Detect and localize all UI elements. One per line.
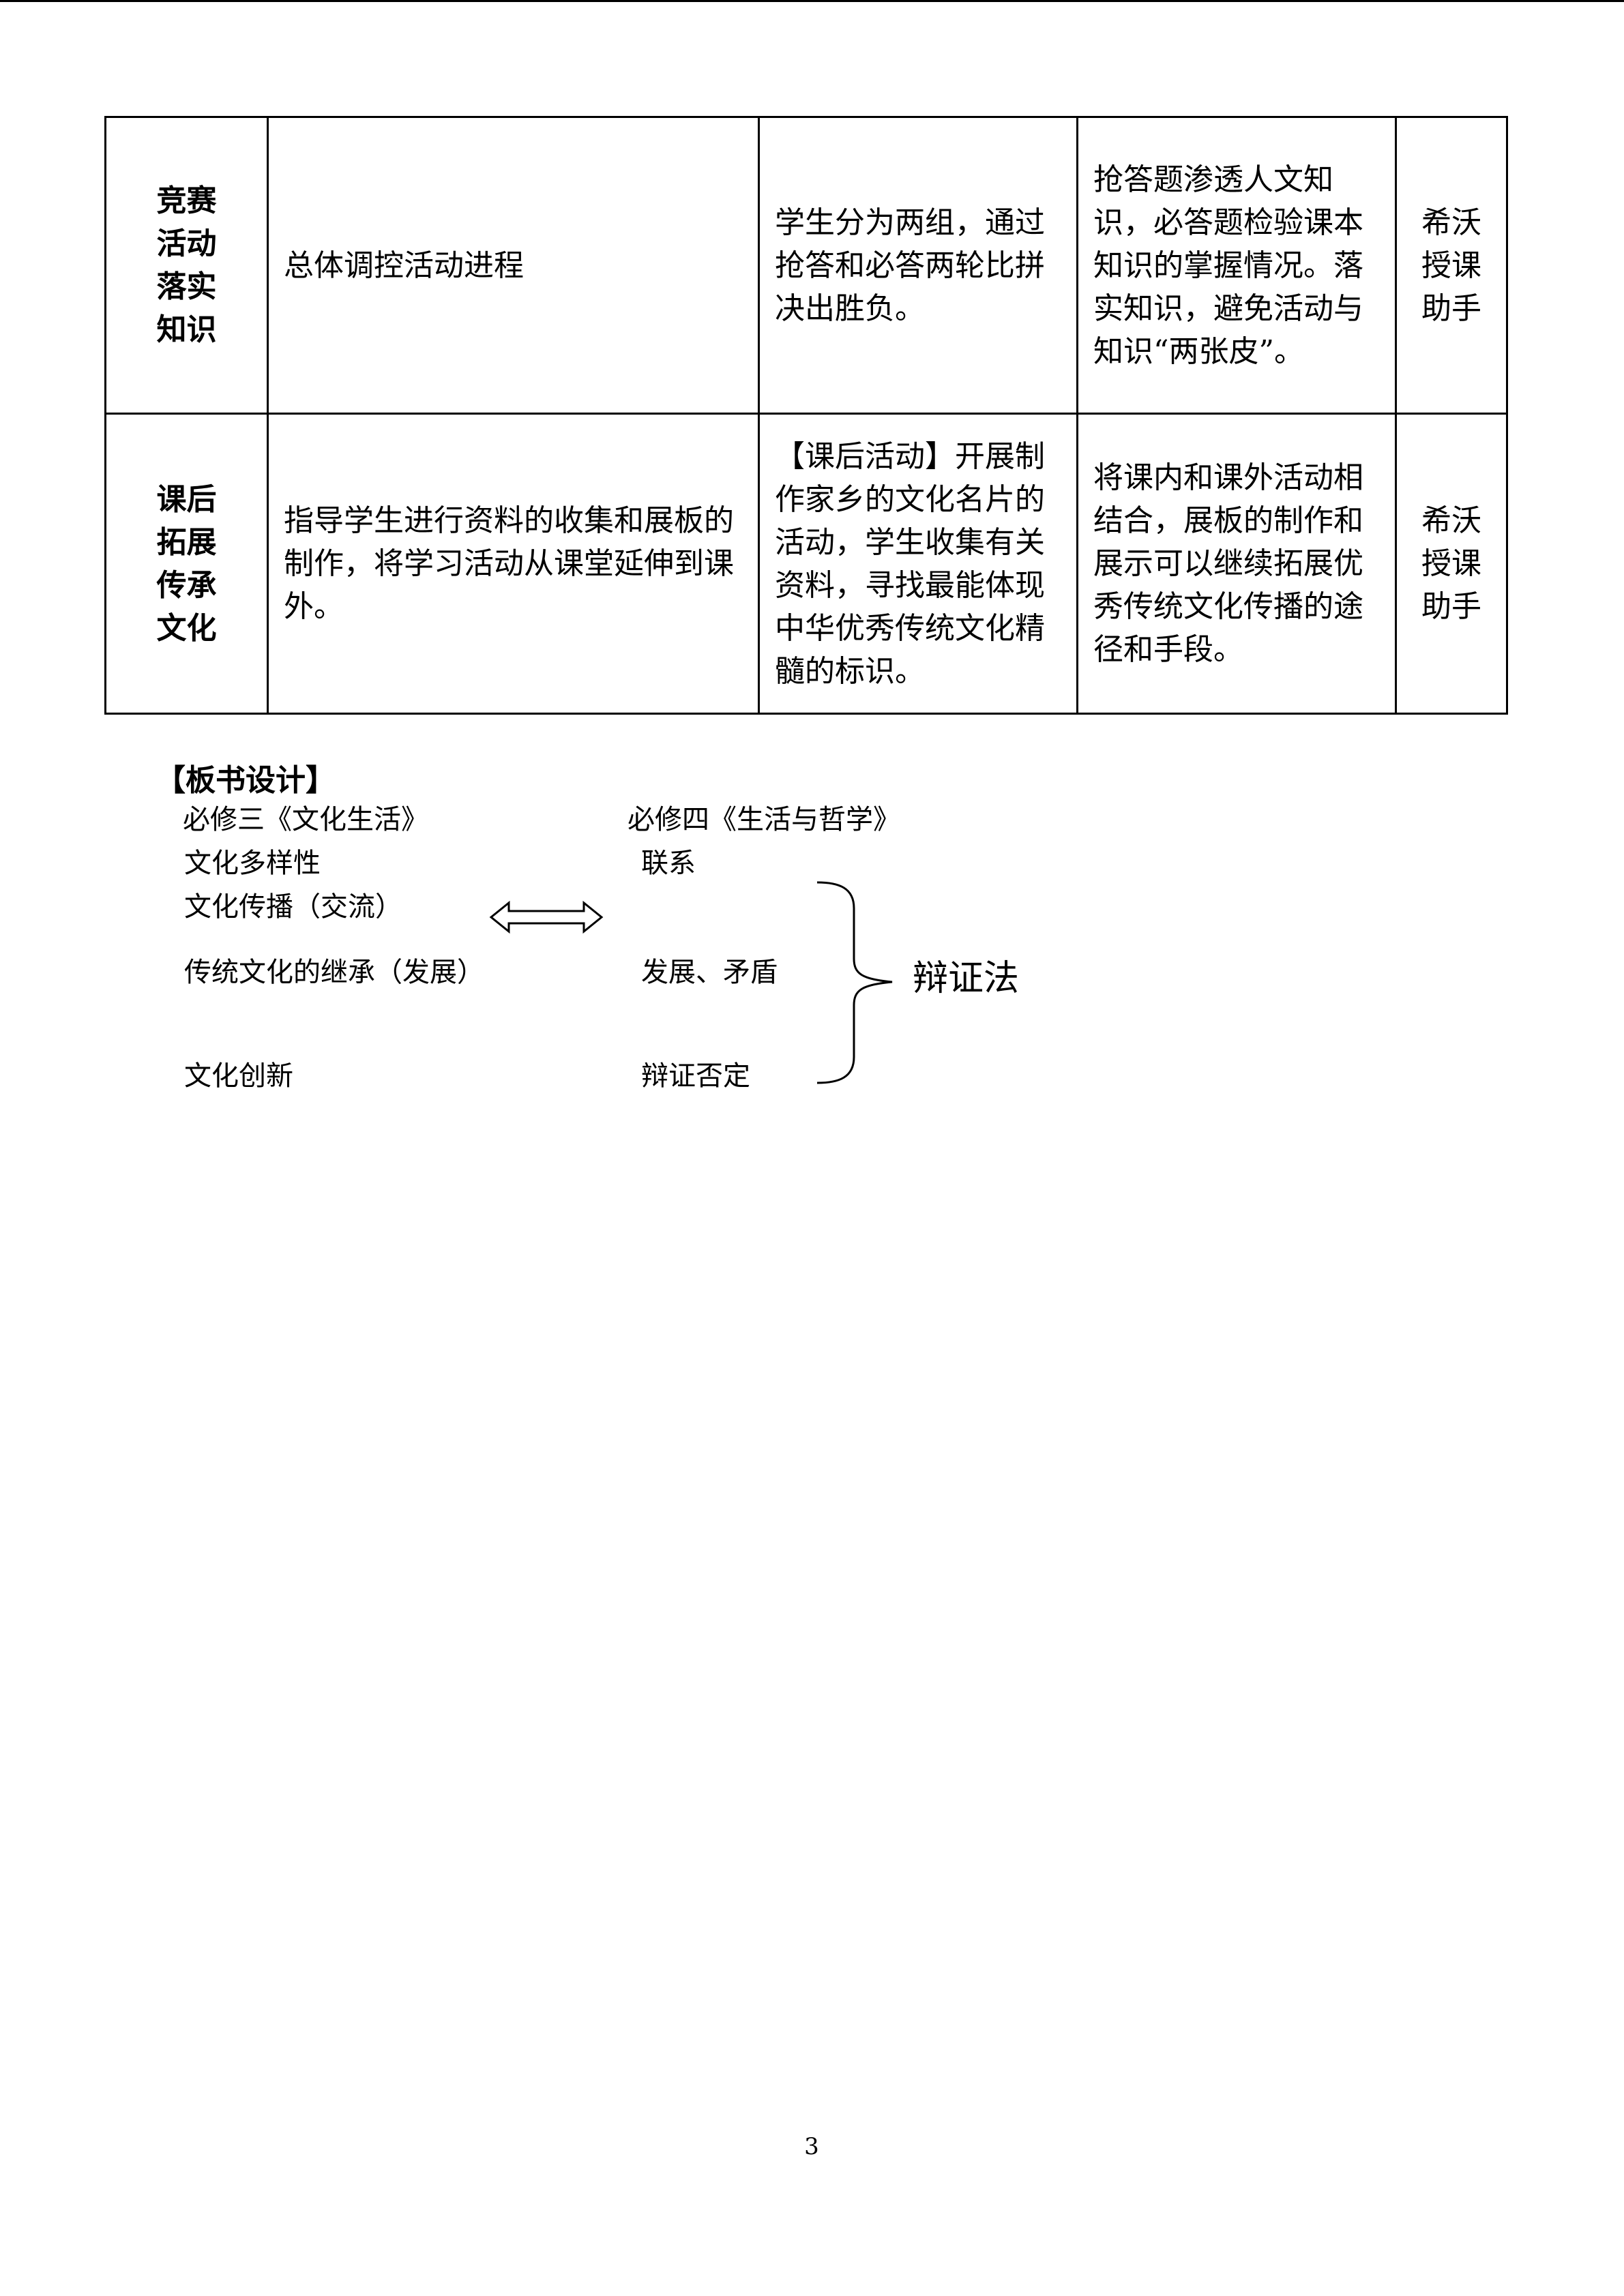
top-border-line — [0, 0, 1624, 2]
tool-line: 希沃 — [1421, 205, 1481, 240]
design-intent-cell: 抢答题渗透人文知识，必答题检验课本知识的掌握情况。落实知识，避免活动与知识“两张… — [1076, 116, 1397, 415]
tool-cell: 希沃 授课 助手 — [1395, 116, 1508, 415]
left-item: 文化多样性 — [184, 848, 321, 879]
left-item: 传统文化的继承（发展） — [184, 957, 484, 988]
brace-label: 辩证法 — [913, 958, 1020, 999]
left-item: 文化创新 — [184, 1060, 293, 1092]
left-item: 文化传播（交流） — [184, 891, 402, 923]
right-heading: 必修四《生活与哲学》 — [628, 804, 900, 835]
right-brace-icon — [816, 881, 893, 1084]
right-item: 发展、矛盾 — [641, 957, 778, 988]
lesson-table: 竞赛 活动 落实 知识 总体调控活动进程 学生分为两组，通过抢答和必答两轮比拼决… — [104, 116, 1508, 715]
tool-line: 授课 — [1421, 248, 1481, 283]
double-arrow-icon — [489, 900, 604, 934]
teacher-activity-cell: 总体调控活动进程 — [267, 116, 760, 415]
tool-line: 授课 — [1421, 546, 1481, 581]
stage-line: 传承 — [156, 567, 217, 603]
student-activity-cell: 【课后活动】开展制作家乡的文化名片的活动，学生收集有关资料，寻找最能体现中华优秀… — [758, 413, 1078, 715]
stage-line: 文化 — [156, 610, 217, 646]
tool-line: 助手 — [1421, 589, 1481, 624]
tool-line: 助手 — [1421, 290, 1481, 326]
left-heading: 必修三《文化生活》 — [183, 804, 428, 835]
teacher-activity-cell: 指导学生进行资料的收集和展板的制作，将学习活动从课堂延伸到课外。 — [267, 413, 760, 715]
table-row: 竞赛 活动 落实 知识 总体调控活动进程 学生分为两组，通过抢答和必答两轮比拼决… — [104, 116, 1508, 415]
stage-line: 落实 — [156, 269, 217, 304]
board-design-title: 【板书设计】 — [156, 763, 336, 798]
student-activity-cell: 学生分为两组，通过抢答和必答两轮比拼决出胜负。 — [758, 116, 1078, 415]
tool-line: 希沃 — [1421, 503, 1481, 538]
tool-cell: 希沃 授课 助手 — [1395, 413, 1508, 715]
stage-line: 课后 — [156, 481, 217, 517]
right-item: 辩证否定 — [641, 1060, 750, 1092]
page-number: 3 — [804, 2133, 819, 2160]
stage-line: 拓展 — [156, 524, 217, 560]
stage-cell: 课后 拓展 传承 文化 — [104, 413, 269, 715]
table-row: 课后 拓展 传承 文化 指导学生进行资料的收集和展板的制作，将学习活动从课堂延伸… — [104, 413, 1508, 715]
right-item: 联系 — [641, 848, 696, 879]
stage-cell: 竞赛 活动 落实 知识 — [104, 116, 269, 415]
stage-line: 活动 — [156, 226, 217, 261]
stage-line: 知识 — [156, 312, 217, 347]
stage-line: 竞赛 — [156, 183, 217, 218]
design-intent-cell: 将课内和课外活动相结合，展板的制作和展示可以继续拓展优秀传统文化传播的途径和手段… — [1076, 413, 1397, 715]
